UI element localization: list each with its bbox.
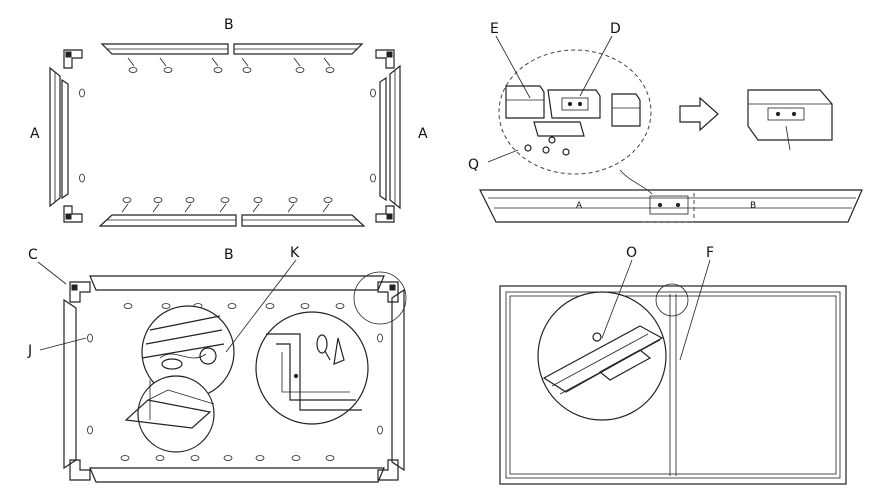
screw-set — [524, 136, 570, 156]
profile-detail — [124, 375, 215, 453]
corner-bracket-br — [375, 205, 395, 223]
label-o: O — [626, 245, 638, 261]
corner-detail-circle — [353, 271, 407, 325]
label-a-right: A — [418, 126, 428, 142]
assembly-arrow — [679, 96, 719, 132]
label-rail-a: A — [576, 201, 583, 211]
assembled-joint — [747, 89, 833, 151]
frame-corner-bl — [69, 459, 91, 481]
connector-plate — [547, 89, 601, 119]
spring-clips-col — [87, 333, 383, 435]
corner-screw-detail — [255, 311, 369, 425]
label-e: E — [490, 21, 499, 37]
rail-segment-a — [505, 85, 545, 119]
corner-bracket-tr — [375, 49, 395, 69]
label-q: Q — [468, 157, 480, 173]
label-rail-b: B — [750, 201, 757, 211]
frame-corner-br — [377, 459, 399, 481]
corner-bracket-bl — [63, 205, 83, 223]
frame-left-rail — [63, 298, 77, 470]
joint-zoom-ring — [655, 283, 689, 317]
bottom-rail-right — [241, 214, 366, 227]
label-j: J — [28, 343, 33, 359]
corner-bracket-tl — [63, 49, 83, 69]
side-rail-left — [49, 66, 69, 208]
panel-frame-assembly — [63, 271, 407, 483]
label-k: K — [290, 245, 300, 261]
label-d: D — [610, 21, 621, 37]
leader-lines — [37, 35, 711, 361]
panel-joint-detail — [479, 49, 863, 223]
panel-frame-exploded — [49, 43, 401, 227]
support-bar-detail — [537, 291, 667, 421]
joint-plate — [533, 121, 585, 137]
spring-clips-row-top — [123, 303, 345, 309]
frame-top-rail — [89, 275, 385, 291]
frame-bottom-rail — [89, 467, 385, 483]
spring-clips-top — [127, 57, 335, 73]
label-c: C — [28, 247, 38, 263]
spring-clip-detail — [141, 305, 235, 399]
top-rail-right — [233, 43, 364, 55]
rail-segment-b — [611, 93, 641, 127]
frame-corner-tr — [377, 281, 399, 303]
label-f: F — [706, 245, 715, 261]
joined-long-rail — [479, 169, 863, 223]
spring-clips-row-bottom — [120, 455, 335, 461]
label-a-left: A — [30, 126, 40, 142]
bottom-rail-left — [98, 214, 237, 227]
side-rail-right — [379, 64, 401, 210]
label-b-bottom-panel: B — [224, 247, 234, 263]
panel-finished-frame — [499, 283, 847, 485]
detail-magnifier — [498, 49, 652, 175]
spring-clips-bottom — [121, 197, 333, 213]
frame-right-rail — [391, 288, 405, 472]
spring-clips-sides — [79, 88, 376, 183]
label-b-top: B — [224, 17, 234, 33]
frame-corner-tl — [69, 281, 91, 303]
top-rail-left — [100, 43, 229, 55]
